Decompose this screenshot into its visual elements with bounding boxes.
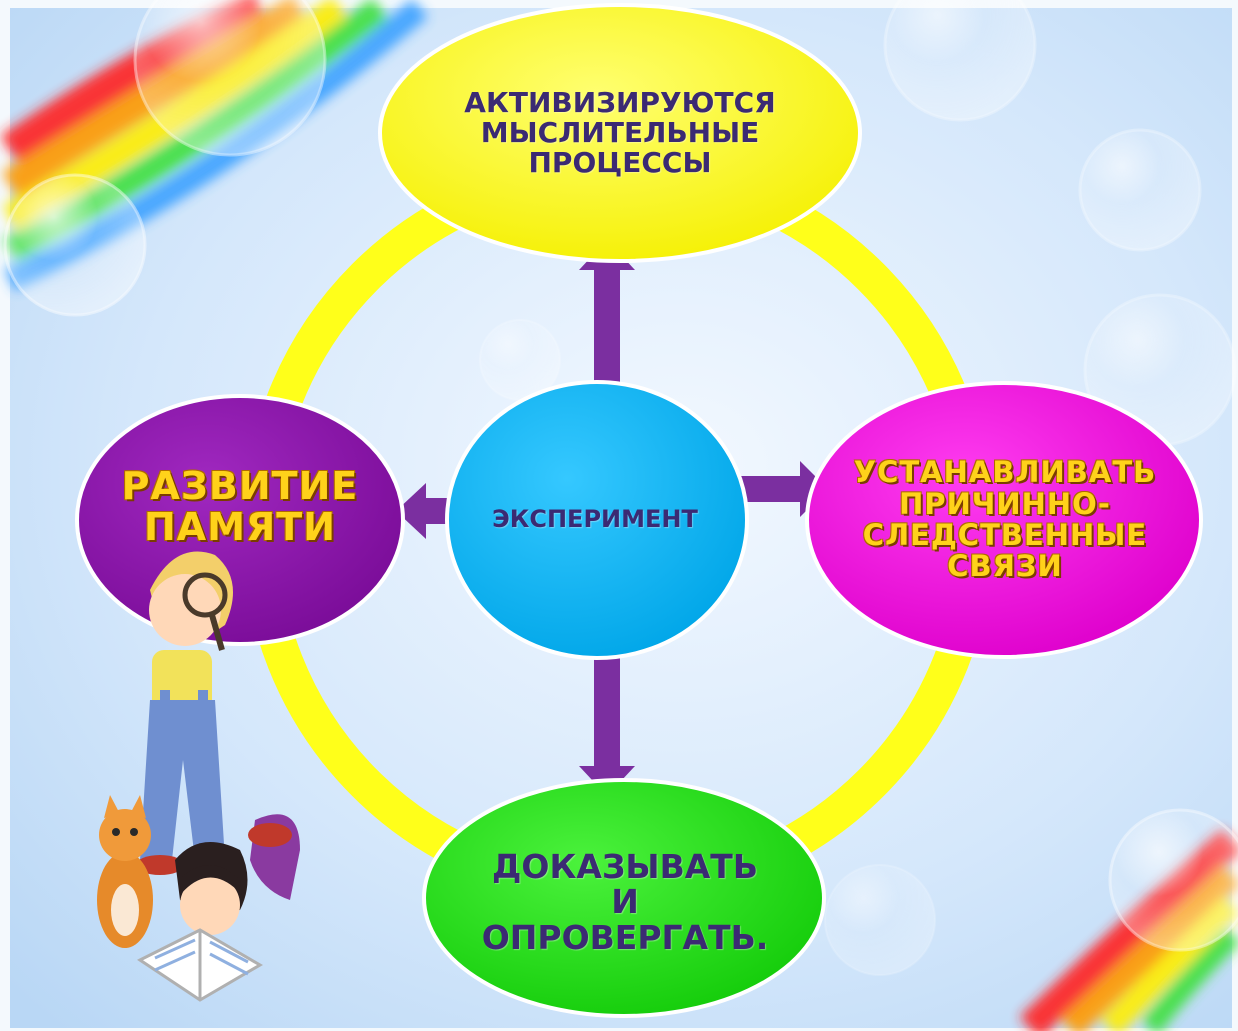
node-right-line-4: СВЯЗИ — [947, 549, 1063, 584]
node-center-label: ЭКСПЕРИМЕНТ — [470, 500, 720, 540]
node-top-ellipse — [378, 3, 862, 263]
arrows — [396, 240, 828, 796]
children-illustration — [97, 551, 300, 1002]
center-label-text: ЭКСПЕРИМЕНТ — [492, 505, 698, 534]
girl-reading-book — [137, 814, 300, 1002]
soap-bubbles — [3, 0, 1238, 976]
node-left-line-1: РАЗВИТИЕ — [121, 463, 359, 508]
node-top-line-1: АКТИВИЗИРУЮТСЯ — [464, 85, 776, 119]
node-right-line-3: СЛЕДСТВЕННЫЕ — [862, 518, 1148, 552]
node-top-label: АКТИВИЗИРУЮТСЯ МЫСЛИТЕЛЬНЫЕ ПРОЦЕССЫ — [420, 78, 820, 188]
boy-with-magnifier — [136, 551, 233, 875]
node-right-ellipse — [805, 381, 1203, 659]
node-center-ellipse — [445, 380, 749, 660]
node-bottom-line-3: ОПРОВЕРГАТЬ. — [481, 917, 769, 957]
node-right-line-2: ПРИЧИННО- — [899, 486, 1111, 521]
kitten — [97, 795, 153, 948]
node-bottom-ellipse — [422, 778, 826, 1018]
node-bottom-line-1: ДОКАЗЫВАТЬ — [492, 846, 758, 886]
node-left-label: РАЗВИТИЕ ПАМЯТИ — [110, 462, 370, 552]
node-bottom-label: ДОКАЗЫВАТЬ И ОПРОВЕРГАТЬ. — [460, 842, 790, 962]
node-top-line-3: ПРОЦЕССЫ — [528, 146, 712, 180]
node-top-line-2: МЫСЛИТЕЛЬНЫЕ — [480, 115, 760, 149]
node-right-line-1: УСТАНАВЛИВАТЬ — [853, 455, 1157, 490]
node-right-label: УСТАНАВЛИВАТЬ ПРИЧИННО- СЛЕДСТВЕННЫЕ СВЯ… — [840, 450, 1170, 590]
node-bottom-line-2: И — [611, 882, 639, 922]
node-left-line-2: ПАМЯТИ — [143, 505, 336, 549]
